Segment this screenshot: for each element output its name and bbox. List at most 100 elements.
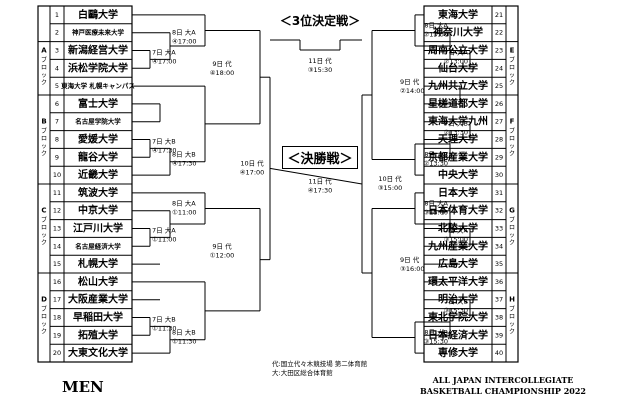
left-team-name: 早稲田大学 (73, 311, 123, 324)
left-r1c-label-time: ④17:30 (152, 146, 177, 154)
third-place-title: ＜3位決定戦＞ (279, 14, 361, 28)
left-seed-number: 16 (53, 278, 61, 286)
right-r1h-label-time: ③15:30 (423, 337, 448, 345)
right-r1a-label-date: 8日 大A (424, 21, 448, 30)
left-block-char: ク (41, 240, 47, 247)
left-seed-number: 18 (53, 314, 61, 322)
right-block-char: ロ (509, 136, 515, 143)
final-label-date: 11日 代 (308, 176, 332, 185)
final-title: ＜決勝戦＞ (282, 146, 358, 169)
right-r1e-label-time: ③15:00 (423, 209, 448, 217)
left-team-name: 東海大学 札幌キャンパス (61, 81, 135, 90)
right-block-char: ブ (509, 127, 515, 135)
right-seed-number: 21 (495, 11, 503, 19)
left-seed-number: 6 (55, 100, 59, 108)
left-team-name: 浜松学院大学 (68, 61, 128, 74)
right-team-name: 専修大学 (438, 346, 478, 359)
left-team-name: 龍谷大学 (78, 150, 118, 163)
left-block-letter: D (41, 296, 47, 304)
left-team-name: 大阪産業大学 (68, 293, 128, 306)
left-seed-number: 14 (53, 242, 61, 250)
left-block-char: ク (41, 151, 47, 158)
right-r1b-label-date: 7日 大A (444, 47, 468, 56)
right-block-letter: H (509, 296, 515, 304)
championship-title: ALL JAPAN INTERCOLLEGIATE BASKETBALL CHA… (418, 375, 588, 397)
left-r1h-label-date: 8日 大B (172, 327, 196, 336)
left-block-char: ロ (41, 225, 47, 232)
right-team-name: 神奈川大学 (433, 26, 483, 39)
left-block-letter: A (41, 46, 47, 54)
left-seed-number: 11 (53, 189, 61, 197)
right-team-name: 日本体育大学 (428, 204, 488, 217)
left-block-char: ブ (41, 127, 47, 135)
left-seed-number: 7 (55, 118, 59, 126)
left-sf-label-date: 10日 代 (240, 158, 264, 167)
right-seed-number: 27 (495, 118, 503, 126)
right-seed-number: 36 (495, 278, 503, 286)
left-block-char: ブ (41, 216, 47, 224)
left-team-name: 松山大学 (78, 275, 118, 288)
left-r1a-label-time: ④17:00 (172, 38, 197, 46)
left-r1d-label-date: 8日 大B (172, 149, 196, 158)
left-seed-number: 15 (53, 260, 61, 268)
left-block-char: ッ (41, 232, 47, 239)
left-block-char: ブ (41, 56, 47, 64)
left-r1h-label-time: ①11:30 (172, 337, 197, 345)
left-r1f-label-time: ①11:00 (152, 235, 177, 243)
right-team-name: 中央大学 (438, 168, 478, 181)
left-seed-number: 5 (55, 82, 59, 90)
right-qf2-label-date: 9日 代 (400, 255, 420, 264)
left-team-name: 江戸川大学 (73, 222, 123, 235)
left-seed-number: 8 (55, 136, 59, 144)
venue-note-ota: 大:大田区総合体育館 (272, 369, 333, 377)
right-seed-number: 33 (495, 225, 503, 233)
right-qf2-label-time: ③16:00 (400, 265, 425, 273)
right-block-char: ブ (509, 216, 515, 224)
right-team-name: 東海大学 (438, 8, 478, 21)
left-seed-number: 2 (55, 29, 59, 37)
left-seed-number: 1 (55, 11, 59, 19)
left-block-char: ロ (41, 136, 47, 143)
left-block-letter: B (41, 118, 46, 126)
right-seed-number: 23 (495, 47, 503, 55)
left-block-letter: C (41, 207, 46, 215)
left-r1d-label-time: ④17:30 (172, 159, 197, 167)
left-block-char: ク (41, 329, 47, 336)
final-label-time: ④17:30 (308, 186, 333, 194)
left-qf1-label-date: 9日 代 (212, 59, 232, 68)
right-block-char: ク (509, 151, 515, 158)
right-seed-number: 39 (495, 331, 503, 339)
third-label-date: 11日 代 (308, 56, 332, 65)
left-team-name: 筑波大学 (78, 186, 118, 199)
right-r1c-label-time: ②13:30 (443, 129, 468, 137)
left-seed-number: 20 (53, 349, 61, 357)
right-r1e-label-date: 8日 大A (424, 199, 448, 208)
right-r1f-label-date: 7日 大A (444, 225, 468, 234)
left-block-char: ッ (41, 72, 47, 79)
left-r1e-label-date: 8日 大A (172, 199, 196, 208)
right-seed-number: 40 (495, 349, 503, 357)
right-team-name: 日本経済大学 (428, 328, 488, 341)
right-seed-number: 28 (495, 136, 503, 144)
left-team-name: 新潟経営大学 (68, 44, 128, 57)
left-block-char: ク (41, 79, 47, 86)
left-block-char: ブ (41, 305, 47, 313)
championship-title-line2: BASKETBALL CHAMPIONSHIP 2022 (420, 386, 586, 396)
right-block-char: ロ (509, 225, 515, 232)
right-block-char: ブ (509, 56, 515, 64)
left-sf-label-time: ④17:00 (240, 168, 265, 176)
left-block-char: ロ (41, 64, 47, 71)
right-qf1-label-time: ②14:00 (400, 87, 425, 95)
right-block-char: ッ (509, 143, 515, 150)
left-r1f-label-date: 7日 大A (152, 225, 176, 234)
left-r1b-label-date: 7日 大A (152, 47, 176, 56)
left-team-name: 近畿大学 (78, 168, 118, 181)
right-r1a-label-time: ②13:00 (423, 31, 448, 39)
right-block-char: ク (509, 79, 515, 86)
left-seed-number: 13 (53, 225, 61, 233)
left-r1g-label-date: 7日 大B (152, 314, 176, 323)
right-r1d-label-date: 8日 大B (424, 149, 448, 158)
right-block-char: ク (509, 240, 515, 247)
left-block-char: ロ (41, 314, 47, 321)
